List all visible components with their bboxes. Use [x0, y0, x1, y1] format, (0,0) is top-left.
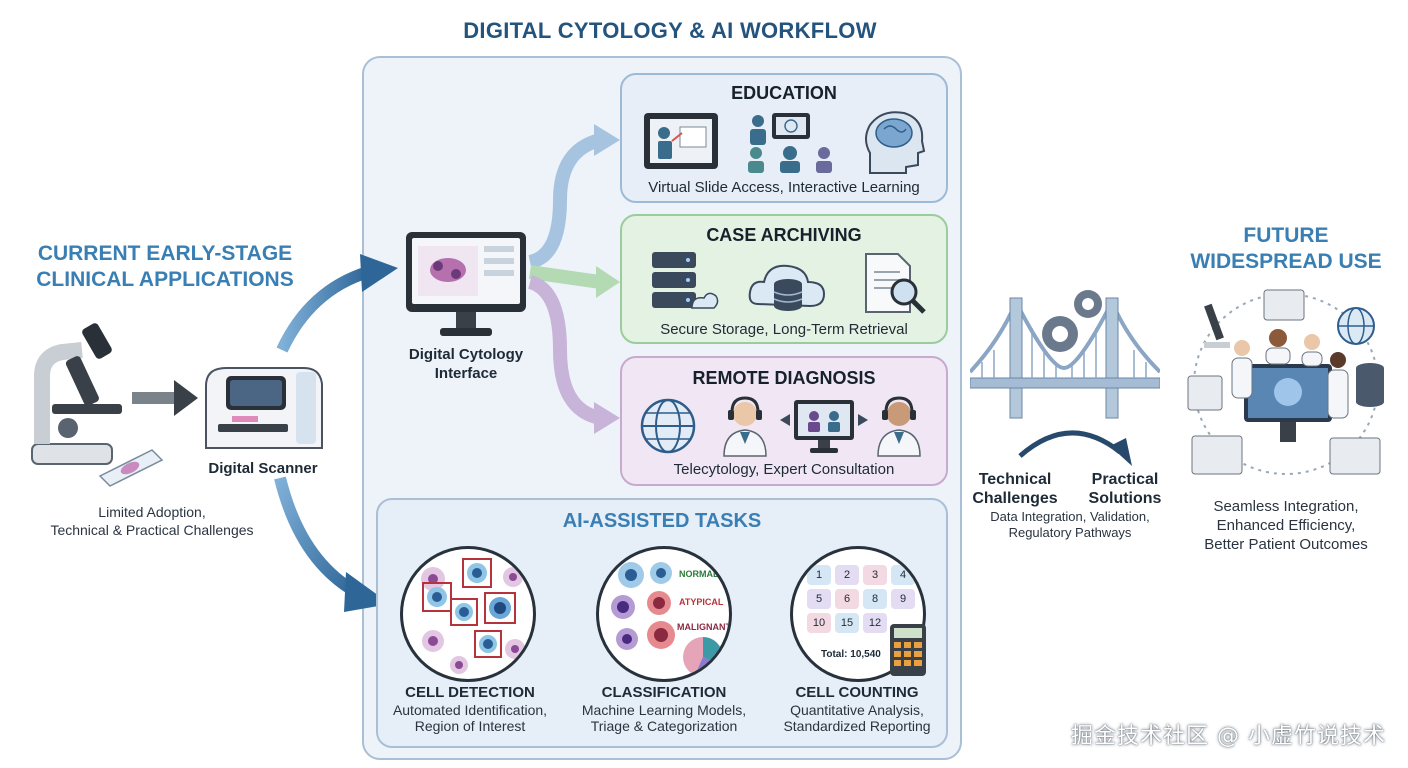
- atypical-label: ATYPICAL: [679, 597, 724, 607]
- watermark: 掘金技术社区 @ 小虚竹说技术: [1071, 724, 1386, 749]
- doctor-headset-icon: [723, 396, 767, 457]
- cell-detection-disc: [400, 546, 536, 682]
- count-cell: 1: [807, 565, 831, 585]
- ai-tasks-title: AI-ASSISTED TASKS: [562, 510, 762, 532]
- calculator-icon: [890, 624, 926, 676]
- classroom-icon: [748, 113, 832, 173]
- cell-detection-illustration: [421, 558, 525, 674]
- future-caption-line3: Better Patient Outcomes: [1204, 536, 1368, 553]
- bridge-caption-line1: Data Integration, Validation,: [990, 509, 1150, 524]
- counting-line1: Quantitative Analysis,: [790, 702, 924, 718]
- detection-line2: Region of Interest: [414, 718, 526, 734]
- future-title-line1: FUTURE: [1243, 224, 1329, 247]
- technical-line1: Technical: [978, 471, 1052, 488]
- document-search-icon: [865, 253, 926, 314]
- interface-label-line1: Digital Cytology: [408, 346, 524, 363]
- counting-line2: Standardized Reporting: [783, 718, 931, 734]
- archiving-card: CASE ARCHIVING Secure Storage, Long-Term…: [620, 214, 948, 344]
- remote-caption: Telecytology, Expert Consultation: [673, 461, 895, 478]
- bridge-caption: Data Integration, Validation, Regulatory…: [968, 509, 1172, 541]
- count-cell: 5: [807, 589, 831, 609]
- count-cell: 9: [891, 589, 915, 609]
- classification-title: CLASSIFICATION: [601, 684, 727, 701]
- current-title-line2: CLINICAL APPLICATIONS: [36, 268, 294, 291]
- glass-slide-icon: [98, 449, 164, 487]
- detection-text: CELL DETECTION Automated Identification,…: [380, 683, 560, 734]
- current-caption-line1: Limited Adoption,: [98, 504, 206, 520]
- remote-card: REMOTE DIAGNOSIS Telecytology, Expert C: [620, 356, 948, 486]
- bridge-caption-line2: Regulatory Pathways: [1008, 525, 1132, 540]
- globe-network-icon: [640, 398, 696, 454]
- technical-challenges-label: Technical Challenges: [966, 470, 1064, 508]
- future-title: FUTURE WIDESPREAD USE: [1168, 223, 1404, 275]
- count-cell: 2: [835, 565, 859, 585]
- detection-line1: Automated Identification,: [392, 702, 548, 718]
- education-title: EDUCATION: [731, 83, 837, 103]
- specialist-headset-icon: [877, 396, 921, 457]
- count-total: Total: 10,540: [821, 649, 881, 660]
- future-caption-line2: Enhanced Efficiency,: [1216, 517, 1356, 534]
- education-caption: Virtual Slide Access, Interactive Learni…: [648, 179, 920, 196]
- future-caption-line1: Seamless Integration,: [1213, 498, 1359, 515]
- current-caption: Limited Adoption, Technical & Practical …: [24, 503, 280, 539]
- future-title-line2: WIDESPREAD USE: [1190, 250, 1382, 273]
- presentation-icon: [644, 113, 718, 169]
- classification-text: CLASSIFICATION Machine Learning Models, …: [570, 683, 758, 734]
- scanner-label: Digital Scanner: [208, 460, 318, 477]
- count-cell: 15: [835, 613, 859, 633]
- classification-line2: Triage & Categorization: [590, 718, 738, 734]
- malignant-label: MALIGNANT: [677, 622, 731, 632]
- future-caption: Seamless Integration, Enhanced Efficienc…: [1178, 497, 1394, 554]
- practical-solutions-label: Practical Solutions: [1078, 470, 1172, 508]
- current-caption-line2: Technical & Practical Challenges: [50, 522, 254, 538]
- monitor-icon: [406, 232, 526, 336]
- counting-text: CELL COUNTING Quantitative Analysis, Sta…: [768, 683, 946, 734]
- current-title: CURRENT EARLY-STAGE CLINICAL APPLICATION…: [20, 241, 310, 293]
- count-cell: 12: [863, 613, 887, 633]
- practical-line2: Solutions: [1088, 490, 1162, 507]
- count-cell: 3: [863, 565, 887, 585]
- normal-label: NORMAL: [679, 569, 719, 579]
- classification-line1: Machine Learning Models,: [581, 702, 747, 718]
- server-cloud-icon: [652, 252, 719, 309]
- page-title: DIGITAL CYTOLOGY & AI WORKFLOW: [463, 18, 877, 43]
- archiving-title: CASE ARCHIVING: [706, 225, 862, 245]
- count-cell: 6: [835, 589, 859, 609]
- education-card: EDUCATION Virtual Slide Access, Interact…: [620, 73, 948, 203]
- detection-title: CELL DETECTION: [405, 684, 535, 701]
- interface-label: Digital Cytology Interface: [392, 345, 540, 383]
- gears: [1042, 290, 1102, 352]
- video-call-icon: [780, 400, 868, 453]
- brain-head-icon: [865, 111, 926, 174]
- count-cell: 10: [807, 613, 831, 633]
- practical-line1: Practical: [1091, 471, 1159, 488]
- microscope-icon: [31, 323, 122, 465]
- medical-team: [1231, 329, 1349, 419]
- microscope-small-icon: [1204, 303, 1230, 348]
- future-hospital-illustration: [1187, 289, 1384, 475]
- count-cell: 8: [863, 589, 887, 609]
- technical-line2: Challenges: [972, 490, 1058, 507]
- cloud-database-icon: [748, 264, 826, 311]
- archiving-caption: Secure Storage, Long-Term Retrieval: [660, 321, 908, 338]
- classification-disc: NORMAL ATYPICAL MALIGNANT: [596, 546, 732, 682]
- remote-title: REMOTE DIAGNOSIS: [692, 368, 876, 388]
- counting-title: CELL COUNTING: [795, 684, 919, 701]
- count-cell: 4: [891, 565, 915, 585]
- current-title-line1: CURRENT EARLY-STAGE: [37, 242, 293, 265]
- digital-scanner-icon: [205, 367, 323, 449]
- interface-label-line2: Interface: [434, 365, 498, 382]
- bridge-icon: [970, 290, 1160, 419]
